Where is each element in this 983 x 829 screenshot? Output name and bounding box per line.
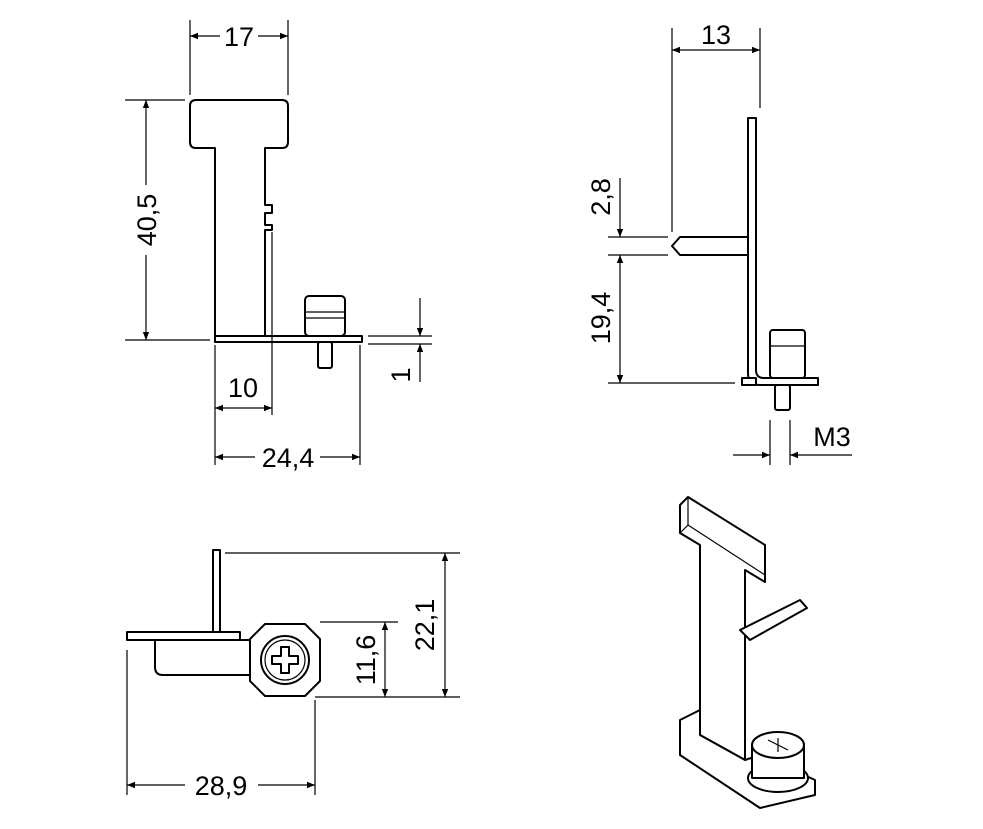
dim-19-4: 19,4	[586, 292, 616, 345]
dim-24-4: 24,4	[262, 443, 315, 473]
dim-22-1: 22,1	[410, 599, 440, 652]
isometric-view	[679, 496, 816, 809]
dim-11-6: 11,6	[351, 635, 381, 686]
dim-10: 10	[228, 373, 258, 403]
dim-1: 1	[386, 367, 416, 382]
dim-2-8: 2,8	[586, 178, 616, 216]
dim-28-9: 28,9	[195, 771, 248, 801]
dim-m3: M3	[813, 422, 851, 452]
front-view: 17 40,5 10 24,4 1	[125, 20, 432, 473]
top-view: 22,1 11,6 28,9	[126, 549, 460, 801]
dim-40-5: 40,5	[132, 194, 162, 247]
dim-17: 17	[224, 22, 254, 52]
dim-13: 13	[701, 20, 731, 50]
side-view: 13 2,8 19,4 M3	[586, 20, 852, 465]
